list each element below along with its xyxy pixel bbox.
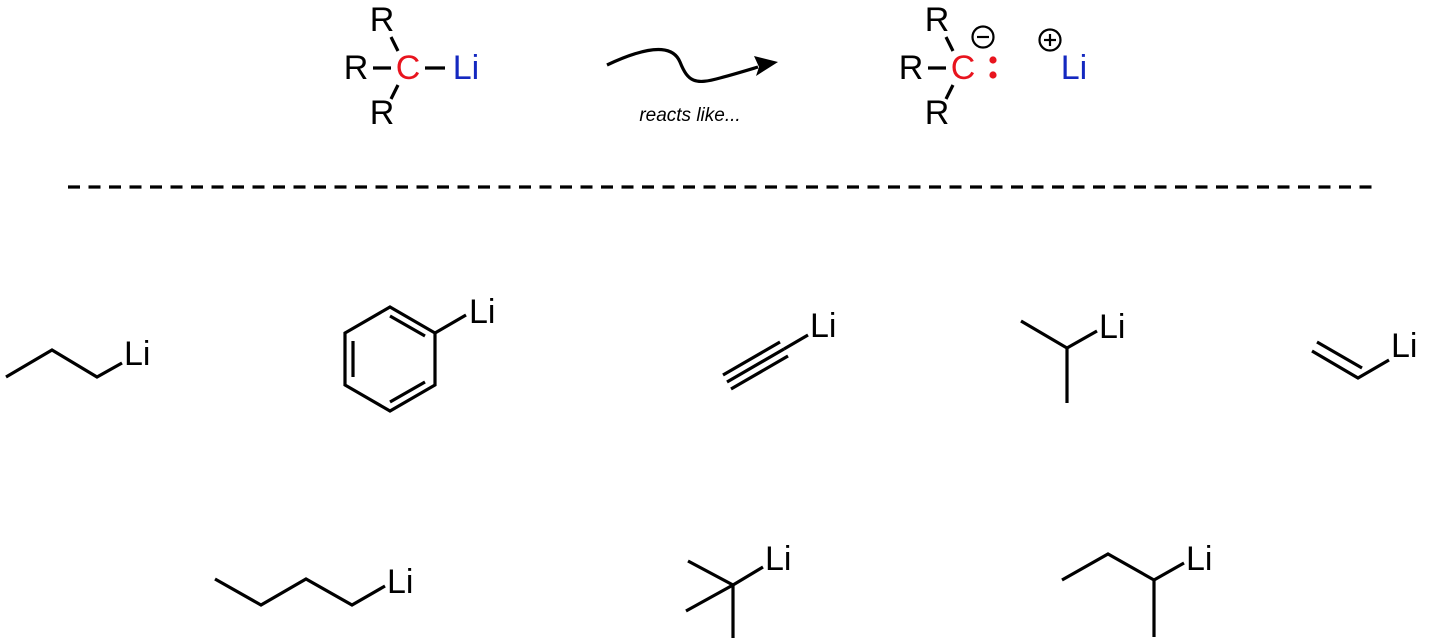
arrow-caption: reacts like... — [639, 105, 740, 126]
bond-tbutyl-li — [732, 565, 764, 587]
lone-pair-dot-bottom — [989, 71, 997, 79]
butyl-lithium-structure: Li — [214, 563, 413, 607]
butyl-chain — [214, 577, 386, 607]
product-carbanion: R R R C — [899, 1, 997, 132]
propyl-lithium-structure: Li — [5, 335, 150, 379]
butyl-lithium-label: Li — [387, 563, 413, 601]
isopropyl-lithium-structure: Li — [1020, 308, 1125, 403]
ring-double-bond-bottom — [389, 380, 426, 404]
sec-butyl-lithium-structure: Li — [1061, 540, 1212, 637]
ring-double-bond-top — [389, 314, 426, 338]
product-carbon: C — [951, 49, 976, 87]
bond-isopropyl-li — [1066, 329, 1098, 350]
sec-butyl-skeleton — [1061, 552, 1156, 637]
ethynyl-lithium-structure: Li — [722, 307, 836, 391]
lone-pair-dot-top — [989, 56, 997, 64]
cation-lithium: Li — [1061, 49, 1087, 87]
squiggle-arrow — [606, 48, 759, 83]
bond-carbanion-r-bottom — [944, 84, 955, 100]
propyl-chain — [5, 348, 123, 379]
reactant-r-top: R — [370, 1, 395, 39]
product-r-left: R — [899, 49, 924, 87]
propyl-lithium-label: Li — [124, 335, 150, 373]
bond-ring-li — [434, 313, 467, 335]
tert-butyl-lithium-structure: Li — [685, 540, 791, 638]
ethynyl-lithium-label: Li — [810, 307, 836, 345]
triple-bond-center — [726, 347, 785, 384]
product-r-top: R — [925, 1, 950, 39]
phenyl-lithium-label: Li — [469, 293, 495, 331]
reactant-r-bottom: R — [370, 94, 395, 132]
lithium-cation: Li — [1038, 28, 1087, 87]
triple-bond-lower — [730, 354, 789, 391]
vinyl-double-bond — [1316, 340, 1363, 370]
positive-charge-icon — [1038, 28, 1062, 52]
reactant-organolithium: R R R C Li — [344, 1, 480, 132]
reactant-r-left: R — [344, 49, 369, 87]
sec-butyl-lithium-label: Li — [1186, 540, 1212, 578]
isopropyl-skeleton — [1020, 319, 1069, 403]
reaction-arrow: reacts like... — [606, 48, 778, 126]
arrowhead-icon — [754, 56, 778, 76]
negative-charge-icon — [971, 25, 995, 49]
tert-butyl-lithium-label: Li — [765, 540, 791, 578]
isopropyl-lithium-label: Li — [1099, 308, 1125, 346]
reactant-lithium: Li — [453, 49, 479, 87]
product-r-bottom: R — [925, 94, 950, 132]
triple-bond-upper — [722, 340, 781, 377]
reactant-carbon: C — [396, 49, 421, 87]
bond-c-r-bottom — [389, 84, 400, 100]
bond-c-r-top — [389, 36, 400, 52]
vinyl-skeleton — [1311, 349, 1390, 380]
bond-sec-butyl-li — [1153, 561, 1185, 582]
bond-carbanion-r-top — [944, 36, 955, 52]
bond-alkyne-li — [783, 333, 809, 351]
vinyl-lithium-structure: Li — [1311, 327, 1417, 380]
tbutyl-methyl-upper — [687, 559, 734, 587]
benzene-ring — [343, 305, 437, 413]
vinyl-lithium-label: Li — [1391, 327, 1417, 365]
phenyl-lithium-structure: Li — [343, 293, 495, 413]
tbutyl-methyl-lower — [685, 583, 734, 613]
